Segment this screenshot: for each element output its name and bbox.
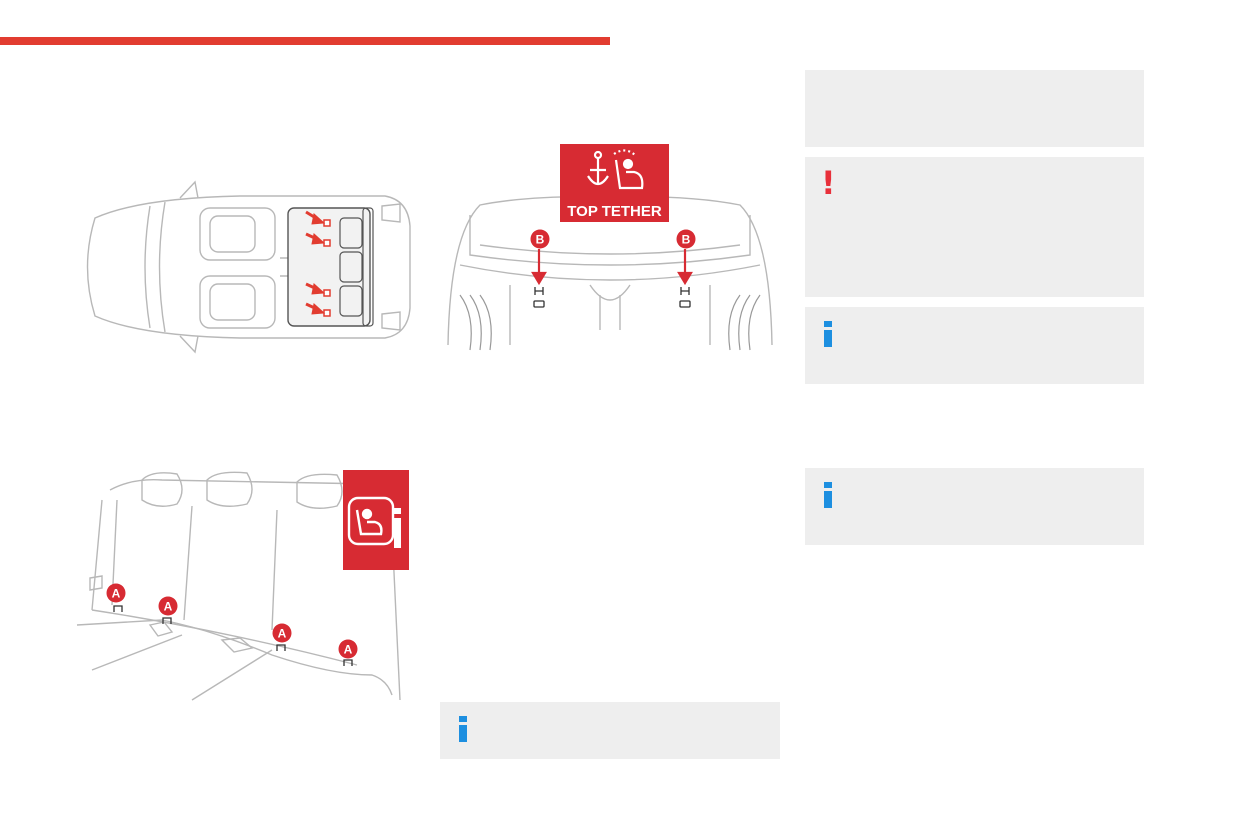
svg-text:A: A (278, 627, 287, 641)
isofix-info-badge (343, 470, 409, 570)
info-icon (824, 321, 832, 347)
svg-text:B: B (682, 233, 691, 247)
child-seat-info-icon (347, 496, 395, 546)
anchor-marker-a-3: A (272, 623, 292, 643)
anchor-marker-b-left: B (530, 229, 550, 249)
anchor-marker-b-right: B (676, 229, 696, 249)
info-icon (459, 716, 467, 742)
warning-exclamation-icon: ! (821, 164, 836, 202)
svg-text:A: A (112, 587, 121, 601)
top-tether-badge: TOP TETHER (560, 144, 669, 222)
top-tether-label: TOP TETHER (567, 203, 662, 220)
svg-text:B: B (536, 233, 545, 247)
svg-text:A: A (344, 643, 353, 657)
note-panel-top (805, 70, 1144, 147)
anchor-child-seat-icon (587, 149, 644, 190)
info-panel-3 (440, 702, 780, 759)
info-panel-1 (805, 307, 1144, 384)
svg-text:A: A (164, 600, 173, 614)
anchor-marker-a-1: A (106, 583, 126, 603)
anchor-marker-a-2: A (158, 596, 178, 616)
info-panel-2 (805, 468, 1144, 545)
anchor-marker-a-4: A (338, 639, 358, 659)
header-accent-bar (0, 37, 610, 45)
warning-panel: ! (805, 157, 1144, 297)
info-icon (824, 482, 832, 508)
car-top-view-illustration (70, 178, 420, 356)
